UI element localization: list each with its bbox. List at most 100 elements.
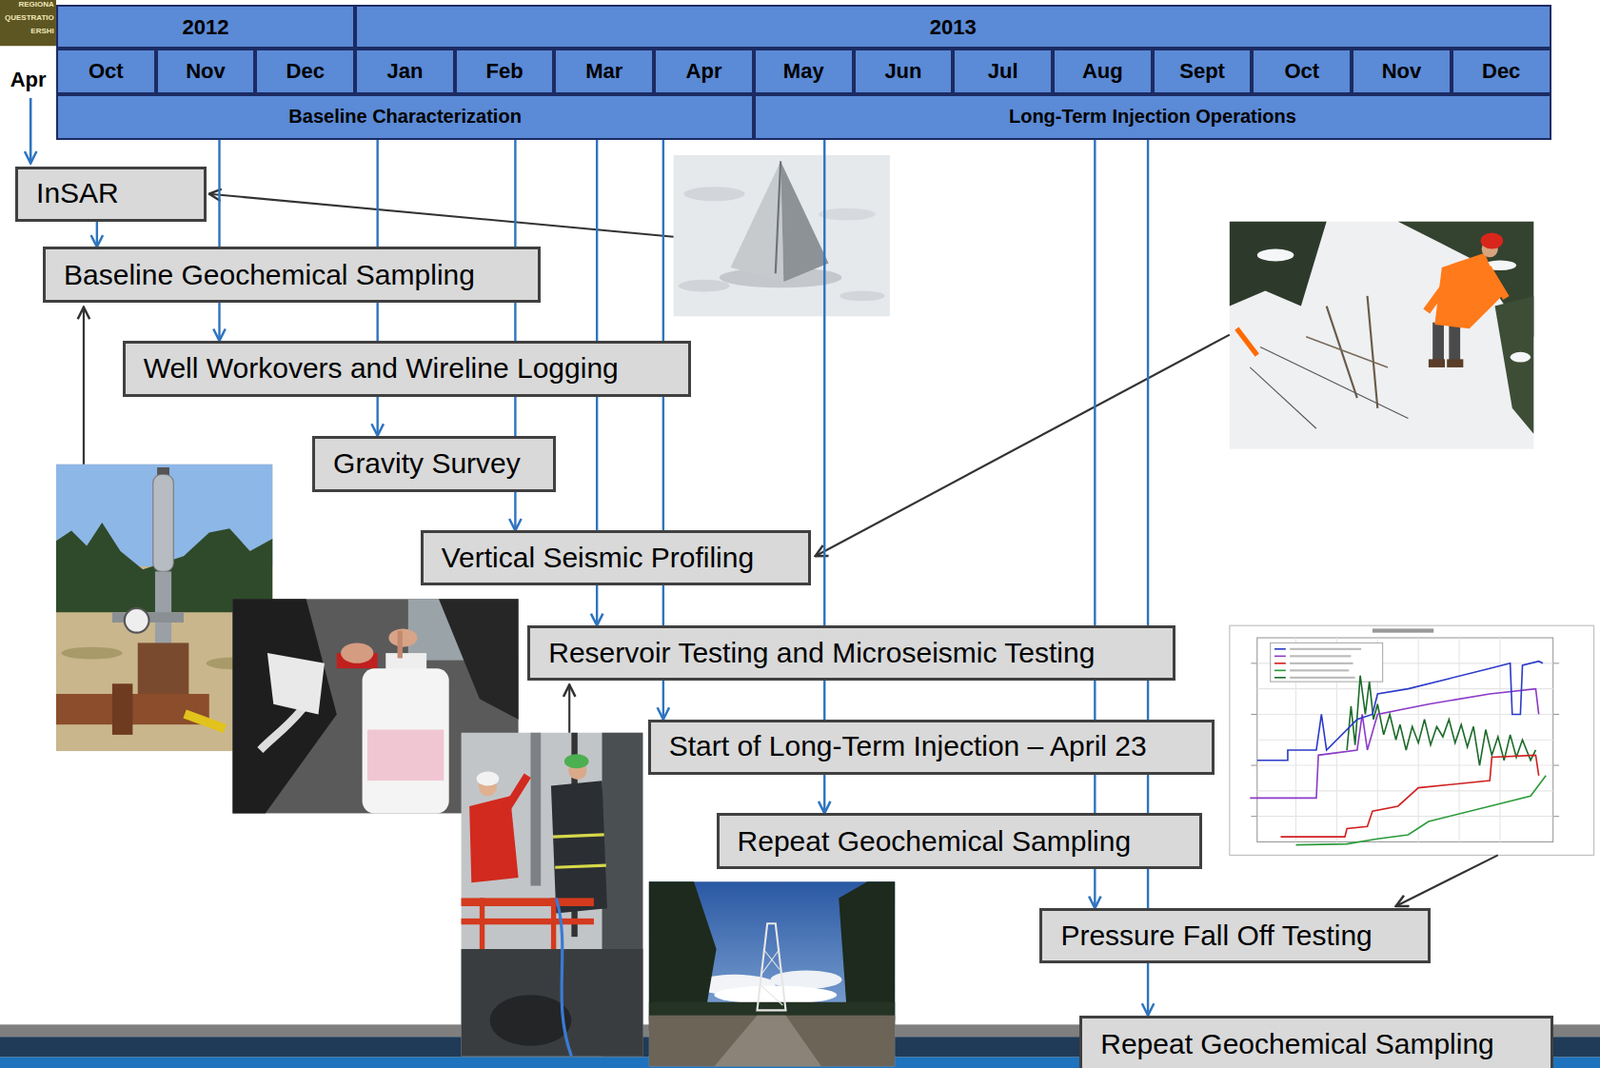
month-cell: Jan bbox=[355, 48, 455, 94]
photo-pressure-chart bbox=[1257, 815, 1554, 817]
photo-pressure-chart bbox=[1257, 765, 1554, 767]
photo-pressure-chart bbox=[1274, 676, 1286, 679]
photo-pressure-chart bbox=[1250, 662, 1257, 664]
photo-leader-arrow bbox=[815, 335, 1230, 557]
node-text: Oct bbox=[88, 59, 124, 83]
photo-survey-marker bbox=[673, 155, 890, 317]
connector-arrow bbox=[823, 139, 826, 814]
photo-survey-marker bbox=[678, 279, 731, 293]
node-text: Nov bbox=[1382, 59, 1423, 83]
photo-pressure-chart bbox=[1257, 661, 1543, 761]
photo-field-worker bbox=[1257, 249, 1295, 262]
phase-band: Baseline Characterization bbox=[56, 94, 754, 140]
photo-field-worker bbox=[1305, 336, 1388, 368]
photo-field-worker bbox=[1229, 221, 1327, 307]
month-cell: Oct bbox=[56, 48, 157, 94]
node-text: InSAR bbox=[36, 177, 119, 211]
month-cell: Nov bbox=[1351, 48, 1452, 94]
photo-rig-crew bbox=[505, 775, 529, 812]
photo-pressure-chart bbox=[1289, 654, 1351, 657]
photo-rig-crew bbox=[461, 948, 644, 1057]
node-text: Repeat Geochemical Sampling bbox=[737, 825, 1132, 859]
start-month-label: Apr bbox=[10, 68, 57, 92]
photo-drilling-rig bbox=[756, 923, 786, 1010]
node-text: Jul bbox=[987, 59, 1019, 83]
month-cell: Jul bbox=[952, 48, 1053, 94]
activity-box: Pressure Fall Off Testing bbox=[1039, 908, 1431, 964]
node-text: Apr bbox=[686, 59, 723, 83]
month-cell: Sept bbox=[1152, 48, 1253, 94]
logo-block bbox=[0, 0, 57, 46]
photo-survey-marker bbox=[673, 155, 890, 317]
activity-box: Well Workovers and Wireline Logging bbox=[122, 340, 692, 397]
photo-pressure-chart bbox=[1257, 637, 1554, 842]
logo-block bbox=[0, 0, 57, 46]
photo-pressure-chart bbox=[1274, 670, 1286, 672]
node-text: Jun bbox=[884, 59, 922, 83]
photo-pressure-chart bbox=[1229, 625, 1595, 855]
photo-wellhead bbox=[124, 608, 150, 633]
photo-drilling-rig bbox=[761, 948, 780, 975]
photo-rig-crew bbox=[551, 780, 608, 913]
photo-pressure-chart bbox=[1499, 637, 1501, 842]
photo-wellhead bbox=[153, 474, 174, 573]
photo-water-sample bbox=[340, 642, 374, 663]
photo-water-sample bbox=[362, 668, 450, 813]
photo-water-sample bbox=[267, 652, 325, 714]
month-cell: Jun bbox=[853, 48, 954, 94]
photo-pressure-chart bbox=[1274, 655, 1286, 658]
node-text: Aug bbox=[1082, 59, 1124, 83]
photo-field-worker bbox=[1487, 267, 1506, 298]
photo-pressure-chart bbox=[1257, 790, 1554, 791]
month-cell: Apr bbox=[653, 48, 754, 94]
node-text: Feb bbox=[486, 59, 524, 83]
logo-text: REGIONA bbox=[0, 0, 55, 10]
month-cell: Feb bbox=[454, 48, 555, 94]
connector-arrow bbox=[96, 221, 99, 248]
activity-box: Vertical Seismic Profiling bbox=[420, 530, 812, 586]
photo-pressure-chart bbox=[1250, 815, 1257, 817]
node-text: May bbox=[783, 59, 825, 83]
node-text: Pressure Fall Off Testing bbox=[1060, 919, 1372, 953]
photo-pressure-chart bbox=[1229, 625, 1595, 855]
month-cell: Dec bbox=[1451, 48, 1552, 94]
photo-pressure-chart bbox=[1289, 648, 1362, 651]
node-text: Dec bbox=[286, 59, 325, 83]
photo-survey-marker bbox=[775, 160, 781, 274]
month-cell: Aug bbox=[1052, 48, 1153, 94]
photo-field-worker bbox=[1426, 280, 1450, 312]
photo-field-worker bbox=[1229, 221, 1534, 450]
connector-arrow bbox=[217, 139, 220, 341]
photo-rig-crew bbox=[530, 732, 541, 887]
photo-survey-marker bbox=[839, 291, 885, 302]
photo-pressure-chart bbox=[1553, 765, 1560, 767]
photo-leader-arrow bbox=[1396, 854, 1499, 907]
photo-rig-crew bbox=[551, 897, 556, 949]
photo-field-worker bbox=[1446, 358, 1463, 368]
photo-rig-crew bbox=[479, 897, 485, 949]
photo-water-sample bbox=[367, 730, 444, 782]
month-cell: Oct bbox=[1251, 48, 1352, 94]
photo-rig-crew bbox=[564, 753, 590, 769]
node-text: Baseline Characterization bbox=[288, 105, 522, 128]
photo-drilling-rig bbox=[713, 1015, 822, 1067]
photo-drilling-rig bbox=[649, 881, 895, 1067]
photo-pressure-chart bbox=[1553, 713, 1560, 715]
node-text: Repeat Geochemical Sampling bbox=[1100, 1027, 1495, 1062]
photo-pressure-chart bbox=[1280, 754, 1539, 837]
photo-field-worker bbox=[1448, 322, 1461, 364]
photo-drilling-rig bbox=[649, 1015, 895, 1067]
photo-pressure-chart bbox=[1372, 628, 1434, 633]
photo-field-worker bbox=[1428, 358, 1445, 368]
photo-field-worker bbox=[1260, 347, 1408, 419]
photo-leader-arrow bbox=[209, 194, 674, 238]
photo-rig-crew bbox=[461, 732, 644, 1057]
photo-survey-marker bbox=[730, 160, 785, 282]
node-text: Long-Term Injection Operations bbox=[1008, 105, 1297, 128]
photo-pressure-chart bbox=[1289, 662, 1353, 665]
node-text: Gravity Survey bbox=[333, 447, 521, 481]
photo-field-worker bbox=[1481, 232, 1504, 249]
photo-rig-crew bbox=[476, 770, 500, 786]
